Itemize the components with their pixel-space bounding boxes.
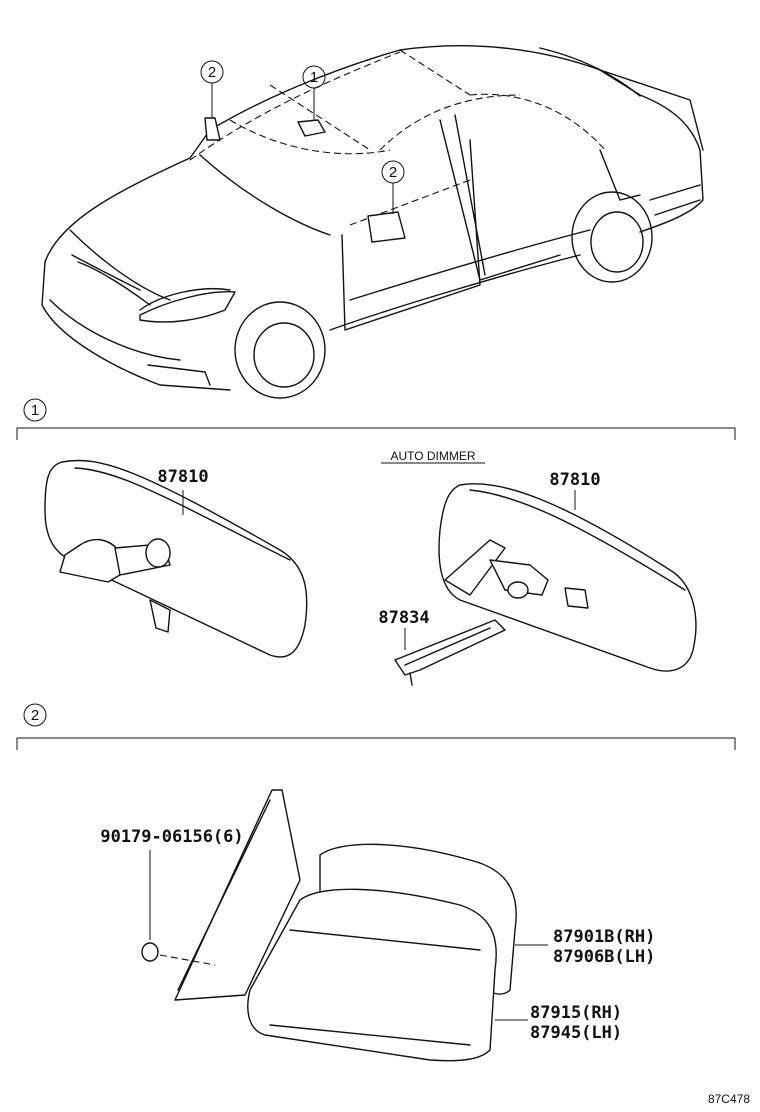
auto-dimmer-label: AUTO DIMMER bbox=[390, 449, 475, 463]
part-87915-rh: 87915(RH) bbox=[530, 1003, 622, 1023]
car-illustration bbox=[41, 45, 704, 399]
part-87945-lh: 87945(LH) bbox=[530, 1023, 622, 1043]
callout-2-right: 2 bbox=[389, 164, 397, 181]
outside-mirror-assembly bbox=[141, 789, 517, 1062]
section-2-bracket bbox=[16, 737, 736, 750]
inside-mirror-icon bbox=[297, 119, 326, 137]
section-2-marker: 2 bbox=[31, 707, 39, 724]
part-87906B-lh: 87906B(LH) bbox=[553, 947, 655, 967]
mirror-stay-cover bbox=[394, 619, 506, 686]
part-90179-06156: 90179-06156(6) bbox=[100, 827, 243, 847]
inside-mirror-auto-dimmer bbox=[438, 483, 697, 672]
part-87901B-rh: 87901B(RH) bbox=[553, 927, 655, 947]
callout-2-left: 2 bbox=[208, 64, 216, 81]
screw-icon bbox=[141, 942, 159, 962]
section-1-bracket bbox=[16, 427, 736, 440]
callout-1: 1 bbox=[310, 69, 318, 86]
part-87810-auto-dimmer: 87810 bbox=[549, 470, 600, 490]
section-1-marker: 1 bbox=[31, 402, 39, 419]
inside-mirror-standard bbox=[44, 459, 308, 658]
diagram-code: 87C478 bbox=[708, 1092, 750, 1106]
part-87810-standard: 87810 bbox=[157, 467, 208, 487]
left-mirror-icon bbox=[204, 117, 221, 141]
part-87834: 87834 bbox=[378, 608, 429, 628]
outside-mirror-icon bbox=[367, 211, 406, 243]
